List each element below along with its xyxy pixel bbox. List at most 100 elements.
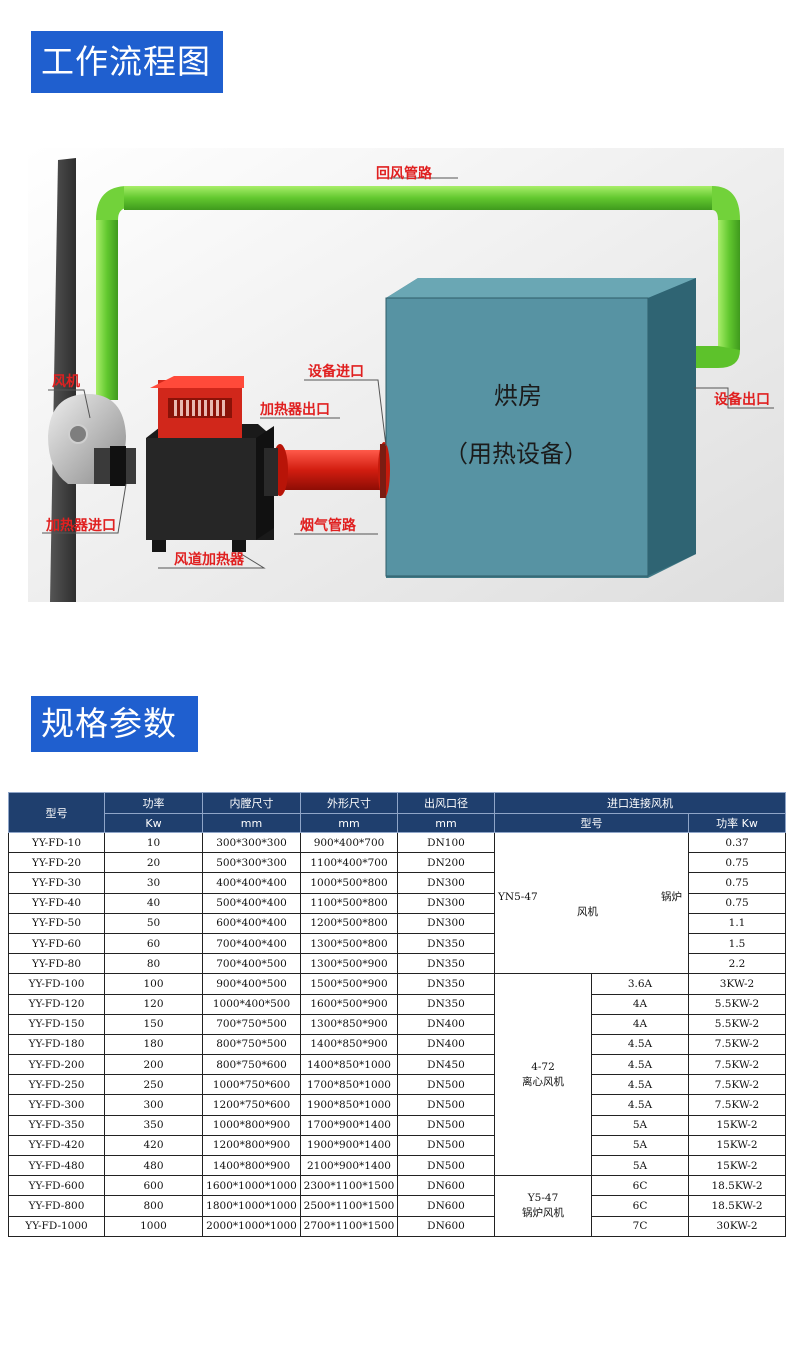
cell-outlet-diameter: DN350 [397, 973, 495, 995]
cell-model: YY-FD-100 [8, 973, 105, 995]
cell-outlet-diameter: DN200 [397, 852, 495, 874]
cell-fan-current: 4A [591, 993, 689, 1015]
cell-fan-current: 6C [591, 1195, 689, 1217]
cell-model: YY-FD-350 [8, 1114, 105, 1136]
cell-outlet-diameter: DN300 [397, 892, 495, 914]
cell-model: YY-FD-60 [8, 932, 105, 955]
cell-fan-power: 5.5KW-2 [687, 1013, 787, 1035]
cell-power: 200 [104, 1054, 203, 1076]
fan-group1-line1b: 锅炉 [661, 891, 682, 903]
unit-inner: mm [202, 813, 301, 833]
cell-outlet-diameter: DN500 [397, 1074, 495, 1096]
cell-fan-current: 5A [591, 1134, 689, 1157]
cell-outer-size: 1500*500*900 [300, 973, 398, 995]
cell-inner-size: 1400*800*900 [202, 1154, 301, 1177]
cell-fan-current: 4.5A [591, 1074, 689, 1096]
cell-fan-power: 0.37 [687, 831, 787, 854]
cell-fan-current: 4.5A [591, 1033, 689, 1056]
cell-fan-power: 1.5 [687, 932, 787, 955]
duct-heater [146, 376, 278, 552]
fan-group2-line2: 离心风机 [522, 1075, 564, 1088]
cell-fan-power: 7.5KW-2 [687, 1074, 787, 1096]
cell-inner-size: 1200*750*600 [202, 1094, 301, 1116]
table-header-row: 型号 功率 内膛尺寸 外形尺寸 出风口径 进口连接风机 [8, 792, 787, 833]
label-equipment-inlet: 设备进口 [308, 363, 364, 380]
header-fan-power: 功率 Kw [687, 813, 787, 833]
cell-outer-size: 1300*500*900 [300, 953, 398, 975]
cell-outer-size: 1200*500*800 [300, 912, 398, 934]
return-duct [96, 186, 740, 400]
drying-room [385, 278, 696, 578]
cell-fan-power: 7.5KW-2 [687, 1094, 787, 1116]
cell-outer-size: 900*400*700 [300, 831, 398, 854]
cell-power: 100 [104, 973, 203, 995]
label-heater-outlet: 加热器出口 [259, 401, 330, 418]
cell-power: 40 [104, 892, 203, 914]
cell-outlet-diameter: DN600 [397, 1215, 495, 1237]
cell-inner-size: 300*300*300 [202, 831, 301, 854]
cell-outlet-diameter: DN600 [397, 1195, 495, 1217]
cell-inner-size: 900*400*500 [202, 973, 301, 995]
header-inlet-fan: 进口连接风机 [493, 792, 787, 814]
cell-model: YY-FD-250 [8, 1074, 105, 1096]
cell-outlet-diameter: DN350 [397, 932, 495, 955]
cell-power: 180 [104, 1033, 203, 1056]
cell-outlet-diameter: DN450 [397, 1054, 495, 1076]
cell-model: YY-FD-300 [8, 1094, 105, 1116]
cell-fan-power: 30KW-2 [687, 1215, 787, 1237]
cell-outer-size: 2300*1100*1500 [300, 1175, 398, 1197]
cell-power: 120 [104, 993, 203, 1015]
cell-outer-size: 1400*850*900 [300, 1033, 398, 1056]
label-return-duct: 回风管路 [376, 165, 433, 182]
room-title: 烘房 [494, 382, 542, 410]
cell-fan-current: 4.5A [591, 1054, 689, 1076]
cell-inner-size: 500*400*400 [202, 892, 301, 914]
cell-fan-power: 15KW-2 [687, 1114, 787, 1136]
label-heater-inlet: 加热器进口 [45, 517, 116, 534]
header-outlet-diameter: 出风口径 [397, 792, 495, 814]
cell-power: 10 [104, 831, 203, 854]
cell-fan-current: 7C [591, 1215, 689, 1237]
cell-outer-size: 1700*850*1000 [300, 1074, 398, 1096]
cell-model: YY-FD-180 [8, 1033, 105, 1056]
cell-inner-size: 1000*400*500 [202, 993, 301, 1015]
cell-inner-size: 500*300*300 [202, 852, 301, 874]
cell-model: YY-FD-30 [8, 872, 105, 894]
label-flue-duct: 烟气管路 [300, 517, 357, 534]
cell-outlet-diameter: DN300 [397, 872, 495, 894]
unit-power: Kw [104, 813, 203, 833]
cell-outer-size: 2500*1100*1500 [300, 1195, 398, 1217]
cell-model: YY-FD-200 [8, 1054, 105, 1076]
cell-outer-size: 1700*900*1400 [300, 1114, 398, 1136]
cell-outer-size: 1600*500*900 [300, 993, 398, 1015]
cell-fan-current: 5A [591, 1154, 689, 1177]
cell-inner-size: 400*400*400 [202, 872, 301, 894]
cell-power: 300 [104, 1094, 203, 1116]
cell-power: 20 [104, 852, 203, 874]
cell-fan-current: 3.6A [591, 973, 689, 995]
cell-power: 600 [104, 1175, 203, 1197]
header-outer-size: 外形尺寸 [300, 792, 398, 814]
cell-fan-power: 2.2 [687, 953, 787, 975]
cell-inner-size: 1200*800*900 [202, 1134, 301, 1157]
cell-outlet-diameter: DN300 [397, 912, 495, 934]
label-fan: 风机 [52, 373, 80, 390]
label-equipment-outlet: 设备出口 [714, 391, 770, 408]
cell-outlet-diameter: DN100 [397, 831, 495, 854]
cell-inner-size: 600*400*400 [202, 912, 301, 934]
cell-power: 420 [104, 1134, 203, 1157]
cell-power: 50 [104, 912, 203, 934]
